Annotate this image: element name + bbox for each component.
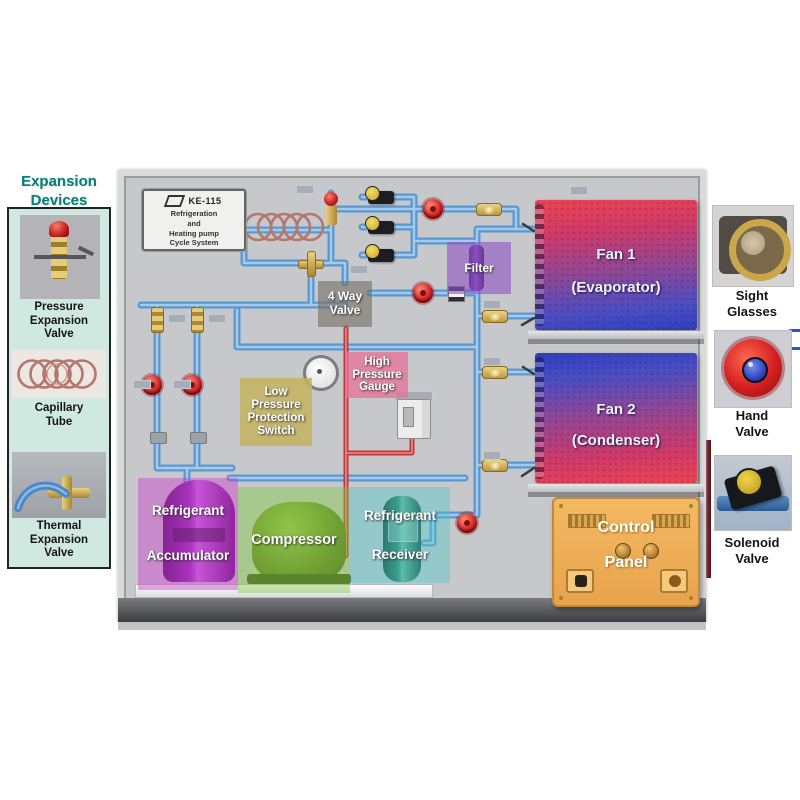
sight-glass-icon: [482, 310, 508, 323]
brand-logo-icon: [164, 195, 186, 207]
vent-slot-icon: [568, 514, 606, 528]
component-tag: [483, 300, 501, 309]
thermal-expansion-valve-label: Thermal Expansion Valve: [29, 520, 89, 560]
component-tag: [483, 451, 501, 460]
fan1-shelf: [528, 331, 704, 339]
compressor-base: [247, 574, 351, 584]
pressure-expansion-valve-photo: [20, 215, 100, 299]
relief-valve-icon: [326, 205, 337, 225]
component-tag: [296, 185, 314, 194]
sight-glass-icon: [482, 366, 508, 379]
fan1-sublabel: (Evaporator): [571, 279, 661, 296]
expansion-devices-title: Expansion Devices: [21, 173, 97, 209]
hand-valve-photo: [714, 330, 792, 408]
indicator-lamp-icon: [615, 543, 631, 559]
indicator-lamp-icon: [643, 543, 659, 559]
relief-valve-cap-icon: [324, 192, 338, 206]
control-panel-label: Control: [597, 519, 655, 536]
hand-valve-icon: [413, 283, 433, 303]
sight-glass-icon: [482, 459, 508, 472]
fan2-condenser: Fan 2 (Condenser): [535, 353, 697, 483]
solenoid-valve-icon: [365, 216, 394, 234]
vent-slot-icon: [652, 514, 690, 528]
component-tag: [350, 265, 368, 274]
board-floor-strip: [118, 622, 706, 630]
pressure-expansion-valve-label: Pressure Expansion Valve: [29, 301, 89, 341]
fan2-label: Fan 2: [596, 401, 636, 418]
four-way-valve-body-icon: [298, 251, 324, 277]
hand-valve-icon: [423, 199, 443, 219]
fan2-shelf: [528, 484, 704, 492]
pressure-switch-icon: [397, 399, 431, 439]
hand-valve-label: Hand Valve: [735, 408, 769, 439]
component-tag: [483, 357, 501, 366]
component-tag: [208, 314, 226, 323]
solenoid-valve-icon: [365, 186, 394, 204]
fan2-sublabel: (Condenser): [571, 432, 661, 449]
high-pressure-gauge-label: High Pressure Gauge: [346, 352, 408, 398]
nameplate-text: Refrigeration and Heating pump Cycle Sys…: [169, 209, 219, 248]
capillary-tube-photo: [12, 350, 106, 398]
component-shelf: [135, 584, 433, 598]
capillary-tube-label: Capillary Tube: [34, 402, 84, 428]
fan1-evaporator: Fan 1 (Evaporator): [535, 200, 697, 330]
four-way-valve-label: 4 Way Valve: [318, 281, 372, 327]
refrigerant-accumulator-label: Refrigerant Accumulator: [138, 478, 238, 590]
pipe-fitting-icon: [190, 432, 207, 444]
sight-glass-photo: [712, 205, 794, 287]
sight-glass-icon: [476, 203, 502, 216]
expansion-valve-icon: [191, 307, 204, 333]
thermal-expansion-valve-photo: [12, 452, 106, 518]
component-tag: [173, 380, 191, 389]
compressor-label: Compressor: [238, 487, 350, 593]
component-tag: [133, 380, 151, 389]
low-pressure-protection-switch-label: Low Pressure Protection Switch: [240, 378, 312, 446]
control-panel: Control Panel: [552, 497, 700, 607]
fan1-shelf-shadow: [528, 339, 704, 344]
sight-glasses-label: Sight Glasses: [727, 288, 777, 319]
expansion-valve-icon: [151, 307, 164, 333]
model-nameplate: KE-115 Refrigeration and Heating pump Cy…: [141, 188, 247, 252]
panel-switch-icon: [566, 569, 594, 593]
panel-switch-icon: [660, 569, 688, 593]
solenoid-valve-photo: [714, 455, 792, 531]
fan2-shelf-shadow: [528, 492, 704, 497]
fan1-label: Fan 1: [596, 246, 636, 263]
component-tag: [570, 186, 588, 195]
refrigerant-receiver-label: Refrigerant Receiver: [350, 487, 450, 583]
component-tag: [168, 314, 186, 323]
control-panel-sublabel: Panel: [604, 554, 648, 571]
solenoid-valve-label: Solenoid Valve: [724, 535, 780, 566]
pipe-fitting-icon: [150, 432, 167, 444]
filter-label: Filter: [447, 242, 511, 294]
model-number: KE-115: [188, 196, 222, 206]
solenoid-valve-icon: [365, 244, 394, 262]
hand-valve-icon: [457, 513, 477, 533]
